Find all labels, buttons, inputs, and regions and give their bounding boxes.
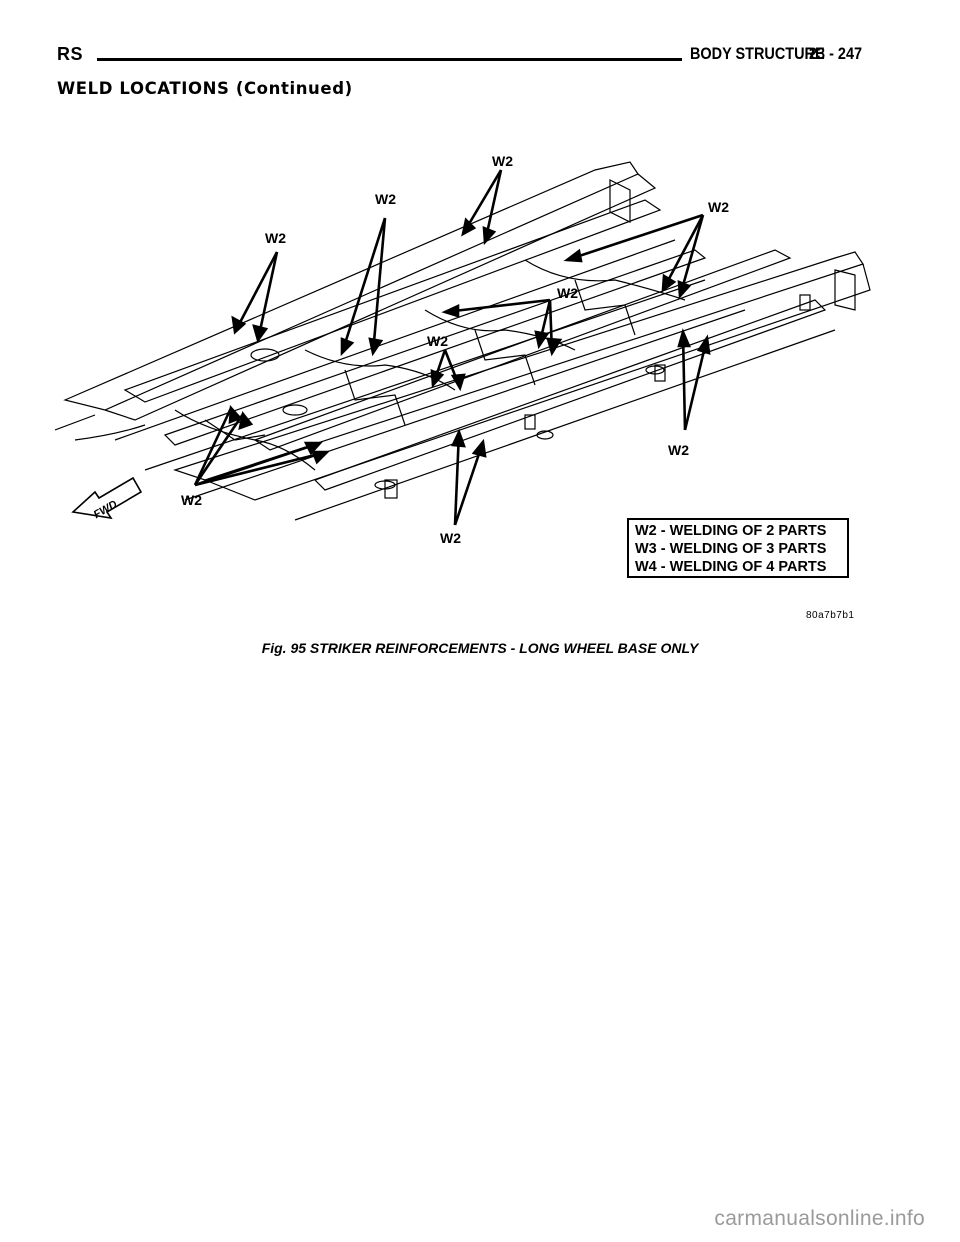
weld-label: W2 [492,153,513,169]
header-page-number: 23 - 247 [809,44,863,63]
legend-item: W4 - WELDING OF 4 PARTS [635,559,827,575]
figure-code: 80a7b7b1 [806,610,855,621]
figure-caption: Fig. 95 STRIKER REINFORCEMENTS - LONG WH… [261,640,699,656]
weld-label: W2 [708,199,729,215]
weld-label: W2 [668,442,689,458]
weld-legend: W2 - WELDING OF 2 PARTS W3 - WELDING OF … [627,518,849,578]
weld-label: W2 [375,191,396,207]
weld-label: W2 [427,333,448,349]
weld-label: W2 [440,530,461,546]
page-header: RS BODY STRUCTURE 23 - 247 [57,44,877,72]
legend-item: W3 - WELDING OF 3 PARTS [635,541,827,557]
legend-item: W2 - WELDING OF 2 PARTS [635,523,827,539]
weld-label: W2 [265,230,286,246]
weld-labels: W2 W2 W2 W2 W2 W2 W2 W2 W2 [181,153,729,546]
watermark: carmanualsonline.info [714,1207,925,1230]
forward-direction-arrow: FWD [71,476,143,521]
weld-label: W2 [557,285,578,301]
frame-diagram: W2 W2 W2 W2 W2 W2 W2 W2 W2 FWD [55,153,871,546]
header-rule [97,58,682,61]
weld-location-figure: W2 W2 W2 W2 W2 W2 W2 W2 W2 FWD [55,140,885,630]
section-title: WELD LOCATIONS (Continued) [57,79,353,98]
header-model-code: RS [57,44,84,64]
header-section-title: BODY STRUCTURE [690,44,825,63]
weld-label: W2 [181,492,202,508]
